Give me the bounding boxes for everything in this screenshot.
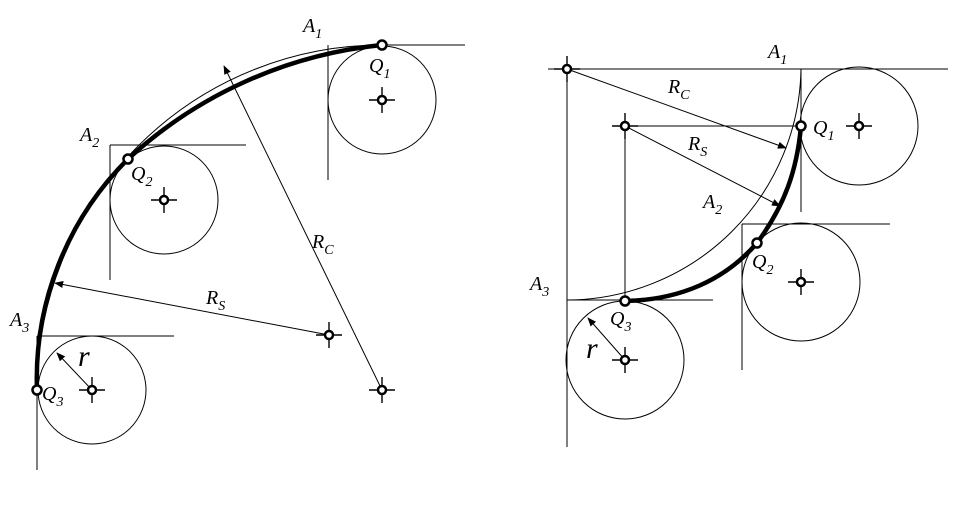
right-label-q2: Q2 [752, 251, 773, 278]
right-label-rs: RS [687, 133, 707, 160]
right-label-rc: RC [667, 76, 690, 103]
right-label-r: r [586, 332, 598, 365]
left-label-a3: A3 [8, 309, 29, 336]
left-circle-q2 [109, 145, 219, 255]
left-label-a1: A1 [301, 15, 322, 42]
right-r-line [587, 317, 626, 361]
right-thin-arc [566, 68, 802, 301]
right-point-q1 [795, 120, 807, 132]
left-rc-line [223, 65, 383, 391]
right-figure: A1 A2 A3 Q1 Q2 Q3 RC RS r [528, 41, 948, 447]
left-label-rs: RS [205, 287, 225, 314]
right-rs-line [624, 125, 781, 207]
left-label-rc: RC [311, 231, 334, 258]
left-r-line [56, 352, 93, 391]
right-label-q3: Q3 [610, 308, 631, 335]
left-point-q1 [376, 39, 388, 51]
left-figure: A1 A2 A3 Q1 Q2 Q3 RC RS r [8, 15, 465, 470]
right-point-q2 [751, 237, 763, 249]
left-label-a2: A2 [78, 124, 99, 151]
right-corner-lines [548, 68, 948, 447]
left-label-q1: Q1 [369, 55, 390, 82]
right-label-a1: A1 [766, 41, 787, 68]
right-center-crosshairs [554, 56, 872, 373]
right-label-q1: Q1 [813, 117, 834, 144]
right-circle-q2 [741, 222, 861, 342]
left-point-q2 [122, 153, 134, 165]
right-point-q3 [619, 295, 631, 307]
left-rs-line [54, 280, 330, 336]
left-corner-lines [36, 44, 465, 470]
left-center-crosshairs [79, 87, 395, 403]
right-label-a3: A3 [528, 273, 549, 300]
left-label-q2: Q2 [131, 163, 152, 190]
right-label-a2: A2 [701, 191, 722, 218]
right-rc-line [566, 68, 787, 149]
left-label-q3: Q3 [42, 383, 63, 410]
left-label-r: r [78, 340, 90, 373]
left-point-q3 [31, 384, 43, 396]
right-thick-curve [622, 123, 804, 304]
